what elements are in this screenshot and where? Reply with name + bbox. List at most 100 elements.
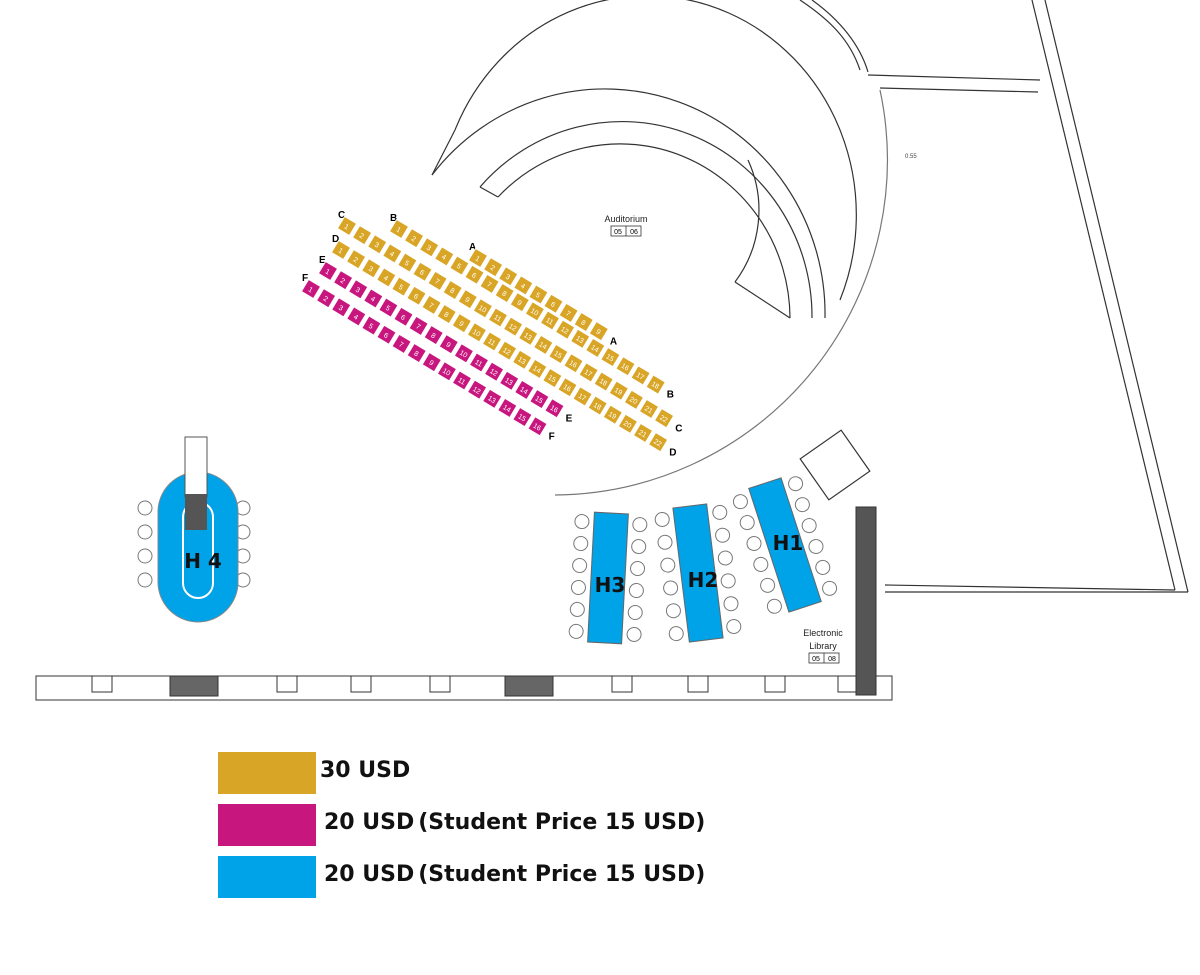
seat[interactable]: 8 <box>436 303 457 325</box>
seat[interactable]: 15 <box>529 388 550 410</box>
chair[interactable] <box>807 538 825 556</box>
seat[interactable]: 2 <box>345 248 367 270</box>
seat[interactable]: 5 <box>391 276 412 297</box>
seat[interactable]: 2 <box>315 287 337 309</box>
seat[interactable]: 13 <box>569 328 591 350</box>
seat[interactable]: 18 <box>593 371 614 392</box>
chair[interactable] <box>660 557 676 573</box>
chair[interactable] <box>766 597 784 615</box>
seat[interactable]: 6 <box>543 293 564 315</box>
table-h4[interactable]: H 4 <box>137 436 251 623</box>
seat[interactable]: 4 <box>382 243 403 264</box>
seat[interactable]: 16 <box>527 415 548 437</box>
chair[interactable] <box>632 517 648 533</box>
seat[interactable]: 15 <box>512 406 533 428</box>
seat[interactable]: 21 <box>638 398 660 420</box>
chair[interactable] <box>570 579 586 595</box>
seat[interactable]: 1 <box>300 278 322 300</box>
chair[interactable] <box>668 626 684 642</box>
seat[interactable]: 11 <box>487 307 509 328</box>
table-h1[interactable]: H1 <box>731 472 840 618</box>
chair[interactable] <box>752 556 770 574</box>
chair[interactable] <box>665 603 682 619</box>
seat[interactable]: 9 <box>421 351 443 373</box>
seat[interactable]: 1 <box>336 215 358 237</box>
seat[interactable]: 9 <box>457 288 479 310</box>
seat[interactable]: 15 <box>542 367 563 389</box>
seat[interactable]: 8 <box>573 311 594 333</box>
seat[interactable]: 4 <box>434 246 455 267</box>
seat[interactable]: 8 <box>423 324 444 346</box>
seat[interactable]: 12 <box>466 379 488 400</box>
seat[interactable]: 3 <box>418 237 440 258</box>
seat[interactable]: 3 <box>366 234 388 255</box>
seat[interactable]: 12 <box>483 361 505 382</box>
chair[interactable] <box>800 517 818 535</box>
chair[interactable] <box>628 583 644 599</box>
seat[interactable]: 13 <box>498 370 520 392</box>
seat[interactable]: 15 <box>548 343 569 365</box>
seat[interactable]: 10 <box>453 343 475 364</box>
seat[interactable]: 8 <box>406 342 427 364</box>
chair[interactable] <box>627 604 643 620</box>
table-h2[interactable]: H2 <box>654 502 742 645</box>
chair[interactable] <box>726 619 742 635</box>
seat[interactable]: 22 <box>653 407 675 429</box>
seat[interactable]: 4 <box>513 275 534 296</box>
seat[interactable]: 10 <box>466 322 488 343</box>
chair[interactable] <box>814 559 832 577</box>
seat[interactable]: 9 <box>451 312 473 334</box>
chair[interactable] <box>630 561 646 577</box>
seat[interactable]: 17 <box>630 365 651 386</box>
seat[interactable]: 4 <box>346 306 367 327</box>
chair[interactable] <box>720 573 736 589</box>
seat[interactable]: 12 <box>554 319 576 340</box>
chair[interactable] <box>663 580 679 596</box>
seat[interactable]: 13 <box>517 325 539 347</box>
seat[interactable]: 3 <box>347 279 369 300</box>
seat[interactable]: 7 <box>427 270 448 292</box>
chair[interactable] <box>794 496 812 514</box>
seat[interactable]: 5 <box>397 252 418 273</box>
seat[interactable]: 2 <box>403 227 425 249</box>
seat[interactable]: 15 <box>600 346 621 368</box>
chair[interactable] <box>137 548 153 564</box>
seat[interactable]: 2 <box>332 269 354 291</box>
seat[interactable]: 6 <box>464 264 485 286</box>
seat[interactable]: 7 <box>408 315 429 337</box>
chair[interactable] <box>745 535 763 553</box>
seat[interactable]: 8 <box>442 279 463 301</box>
seat[interactable]: 22 <box>647 431 669 453</box>
seat[interactable]: 14 <box>527 358 548 380</box>
seat[interactable]: 1 <box>317 260 339 282</box>
chair[interactable] <box>657 534 673 550</box>
chair[interactable] <box>759 577 777 595</box>
seat[interactable]: 19 <box>602 404 624 425</box>
seat[interactable]: 4 <box>363 288 384 309</box>
chair[interactable] <box>568 623 584 639</box>
seat[interactable]: 12 <box>502 316 524 337</box>
seat[interactable]: 14 <box>514 379 535 401</box>
seat[interactable]: 16 <box>563 352 584 374</box>
seat[interactable]: 12 <box>496 340 518 361</box>
seat[interactable]: 11 <box>481 331 503 352</box>
chair[interactable] <box>712 504 728 521</box>
chair[interactable] <box>717 550 734 566</box>
seat[interactable]: 18 <box>645 374 666 395</box>
seat[interactable]: 19 <box>608 380 630 401</box>
chair[interactable] <box>723 596 739 612</box>
seat[interactable]: 3 <box>360 258 382 279</box>
seat[interactable]: 3 <box>330 297 352 318</box>
seat[interactable]: 17 <box>578 362 599 383</box>
chair[interactable] <box>738 514 756 532</box>
seat[interactable]: 2 <box>351 224 373 246</box>
seat[interactable]: 5 <box>361 315 382 336</box>
seat[interactable]: 10 <box>472 298 494 319</box>
seat[interactable]: 16 <box>615 355 636 377</box>
seat[interactable]: 9 <box>438 333 460 355</box>
chair[interactable] <box>137 500 153 516</box>
seat[interactable]: 7 <box>558 302 579 324</box>
seat[interactable]: 10 <box>436 361 458 382</box>
seat[interactable]: 9 <box>509 291 531 313</box>
chair[interactable] <box>821 580 839 598</box>
